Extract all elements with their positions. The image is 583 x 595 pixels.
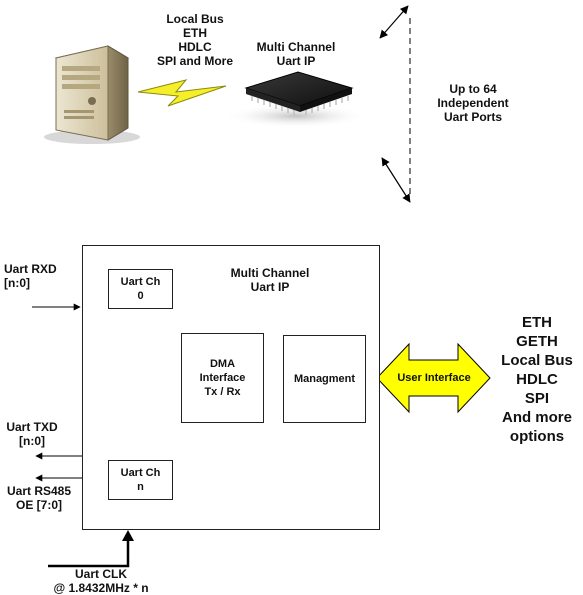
rs485-label: Uart RS485 OE [7:0] xyxy=(6,484,72,512)
uart-ch0-box: Uart Ch 0 xyxy=(108,269,173,309)
ports-indicator xyxy=(379,5,411,203)
interface-options-label: ETH GETH Local Bus HDLC SPI And more opt… xyxy=(501,314,573,445)
lightning-bolt-icon xyxy=(137,79,227,107)
user-interface-arrow xyxy=(376,342,491,414)
dma-box: DMA Interface Tx / Rx xyxy=(181,333,264,423)
uart-chn-box: Uart Ch n xyxy=(108,460,173,500)
uart-ch0-label: Uart Ch 0 xyxy=(120,276,161,302)
management-label: Managment xyxy=(293,373,356,385)
ic-chip-icon xyxy=(224,71,368,128)
chip-label: Multi Channel Uart IP xyxy=(256,40,336,68)
uart-chn-label: Uart Ch n xyxy=(120,467,161,493)
server-computer-icon xyxy=(44,45,140,144)
clk-arrow xyxy=(48,538,130,568)
clk-label: Uart CLK @ 1.8432MHz * n xyxy=(53,567,149,595)
ports-label: Up to 64 Independent Uart Ports xyxy=(437,82,509,124)
bus-label: Local Bus ETH HDLC SPI and More xyxy=(156,12,233,68)
dma-label: DMA Interface Tx / Rx xyxy=(199,358,246,398)
rxd-label: Uart RXD [n:0] xyxy=(4,262,57,290)
management-box: Managment xyxy=(283,335,366,423)
main-ip-title: Multi Channel Uart IP xyxy=(230,266,310,294)
txd-label: Uart TXD [n:0] xyxy=(6,420,58,448)
